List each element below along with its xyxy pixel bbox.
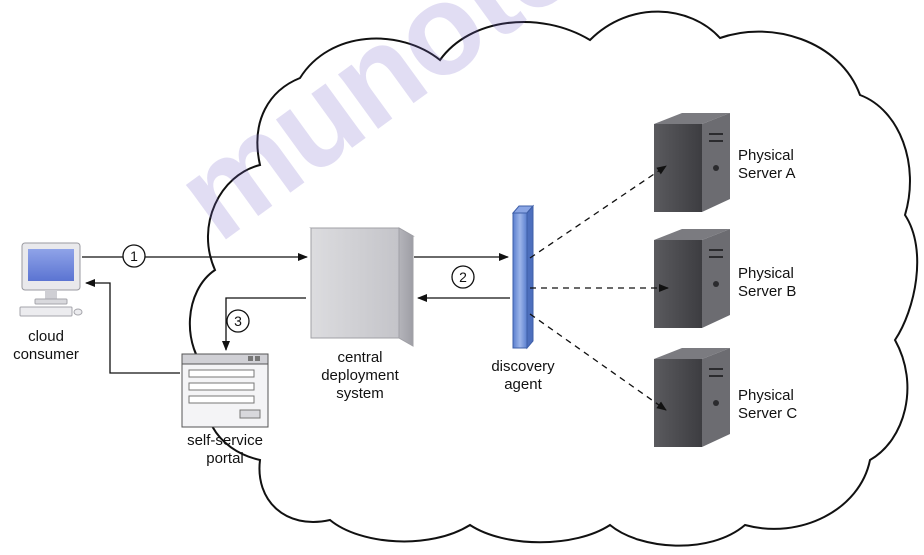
- computer-icon: [19, 242, 83, 317]
- agent-line-2: agent: [504, 376, 542, 393]
- server-c-icon: [654, 348, 730, 447]
- server-b-line-2: Server B: [738, 283, 797, 300]
- server-b-line-1: Physical: [738, 265, 794, 282]
- step-1-label: 1: [130, 248, 138, 264]
- step-3-label: 3: [234, 313, 242, 329]
- step-marker-1: 1: [122, 244, 146, 268]
- server-c-line-1: Physical: [738, 387, 794, 404]
- portal-line-1: self-service: [187, 432, 263, 449]
- label-discovery-agent: discovery agent: [478, 358, 568, 394]
- central-line-3: system: [336, 385, 384, 402]
- dashed-arrow-to-server-c: [529, 313, 667, 411]
- portal-window-icon: [181, 353, 269, 428]
- label-self-service-portal: self-service portal: [175, 432, 275, 468]
- label-server-c: Physical Server C: [738, 387, 797, 423]
- server-a-icon: [654, 113, 730, 212]
- cloud-consumer-line-2: consumer: [13, 346, 79, 363]
- label-cloud-consumer: cloud consumer: [6, 328, 86, 364]
- discovery-agent-bar: [511, 204, 535, 350]
- central-line-1: central: [337, 349, 383, 366]
- arrow-portal-to-consumer: [85, 279, 180, 374]
- server-a-line-1: Physical: [738, 147, 794, 164]
- server-a-line-2: Server A: [738, 165, 796, 182]
- label-server-a: Physical Server A: [738, 147, 796, 183]
- portal-line-2: portal: [206, 450, 244, 467]
- server-c-line-2: Server C: [738, 405, 798, 422]
- cloud-consumer-line-1: cloud: [28, 328, 64, 345]
- step-marker-2: 2: [451, 265, 475, 289]
- agent-line-1: discovery: [491, 358, 555, 375]
- dashed-arrow-to-server-a: [529, 165, 667, 259]
- server-box-icon: [309, 227, 415, 347]
- step-2-label: 2: [459, 269, 467, 285]
- flow-arrows: [82, 165, 669, 411]
- label-central-deployment-system: central deployment system: [307, 349, 413, 403]
- central-line-2: deployment: [321, 367, 399, 384]
- arrow-central-to-portal: [222, 297, 306, 351]
- step-marker-3: 3: [226, 309, 250, 333]
- cloud-boundary: [189, 10, 919, 547]
- server-b-icon: [654, 229, 730, 328]
- label-server-b: Physical Server B: [738, 265, 796, 301]
